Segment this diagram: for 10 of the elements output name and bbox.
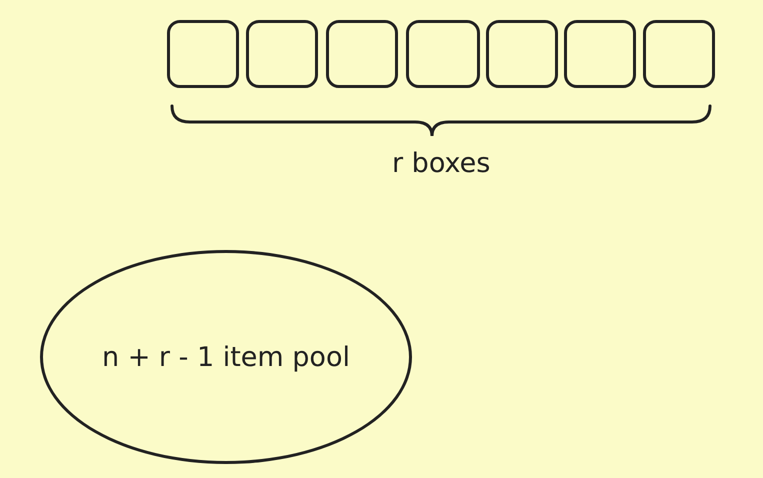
empty-box xyxy=(564,20,636,88)
empty-box xyxy=(246,20,318,88)
empty-box xyxy=(167,20,239,88)
pool-label: n + r - 1 item pool xyxy=(102,342,350,372)
pool-ellipse xyxy=(40,250,412,464)
empty-box xyxy=(326,20,398,88)
empty-box xyxy=(486,20,558,88)
empty-box xyxy=(643,20,715,88)
empty-box xyxy=(406,20,480,88)
brace-label: r boxes xyxy=(392,148,490,179)
